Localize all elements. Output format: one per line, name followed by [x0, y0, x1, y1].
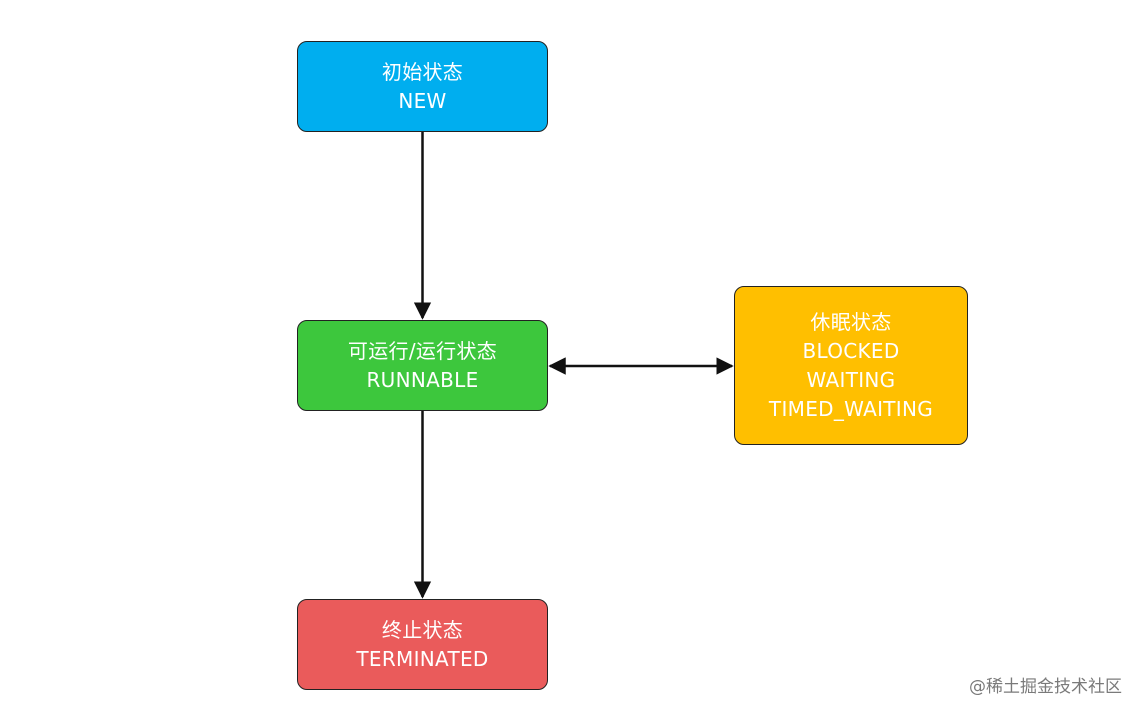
watermark: @稀土掘金技术社区 [969, 677, 1122, 697]
state-terminated-title: 终止状态 [381, 617, 464, 642]
state-sleep-timed-waiting: TIMED_WAITING [768, 396, 934, 421]
state-runnable-code: RUNNABLE [366, 367, 479, 392]
state-node-runnable: 可运行/运行状态 RUNNABLE [297, 320, 548, 411]
state-runnable-title: 可运行/运行状态 [347, 338, 498, 363]
state-new-title: 初始状态 [381, 59, 464, 84]
state-sleep-title: 休眠状态 [810, 309, 892, 334]
state-terminated-code: TERMINATED [356, 646, 489, 671]
state-sleep-blocked: BLOCKED [802, 338, 900, 363]
state-node-sleep: 休眠状态 BLOCKED WAITING TIMED_WAITING [734, 286, 968, 445]
state-node-new: 初始状态 NEW [297, 41, 548, 132]
state-new-code: NEW [398, 88, 447, 113]
state-node-terminated: 终止状态 TERMINATED [297, 599, 548, 690]
state-sleep-waiting: WAITING [806, 367, 896, 392]
